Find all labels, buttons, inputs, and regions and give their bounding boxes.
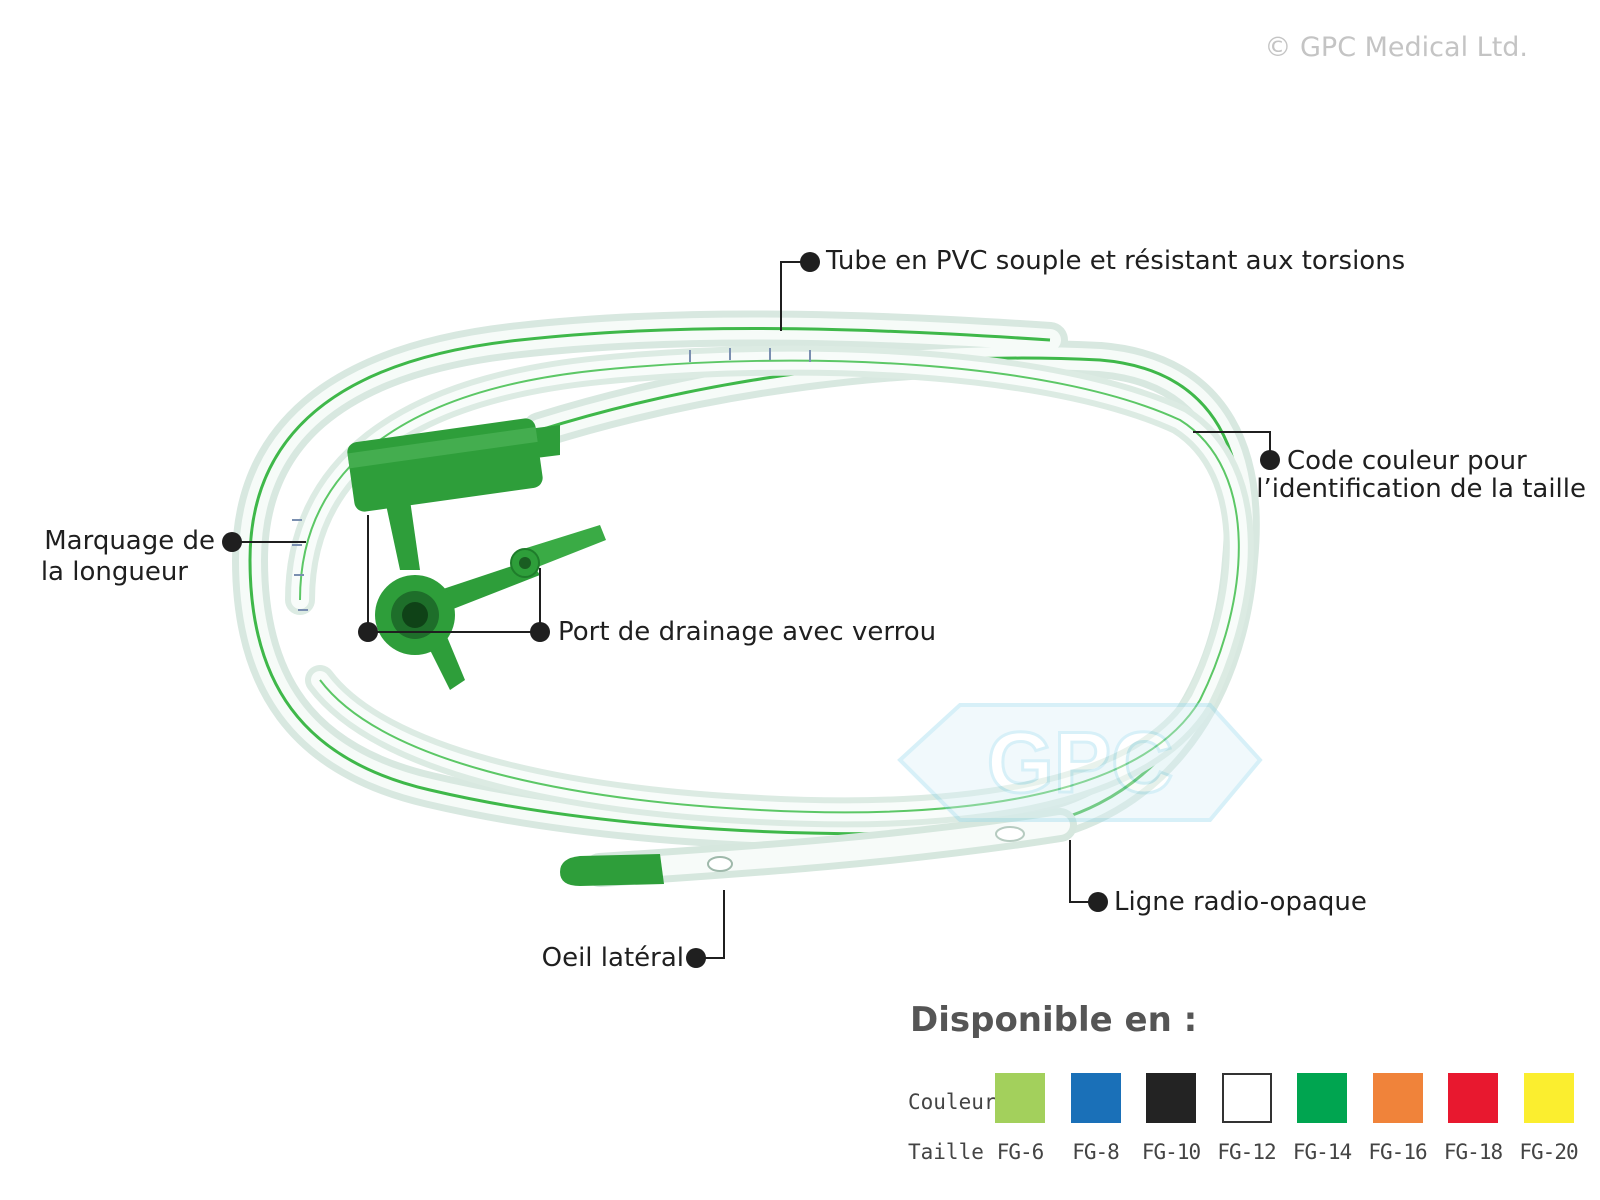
leader-lines (232, 261, 1271, 959)
watermark-text: GPC (987, 715, 1173, 811)
leader-dots (222, 252, 1280, 968)
copyright-notice: © GPC Medical Ltd. (1264, 32, 1528, 63)
size-label: FG-12 (1217, 1140, 1276, 1164)
size-label: FG-14 (1292, 1140, 1352, 1164)
callout-color-code-line1: Code couleur pour (1287, 446, 1527, 476)
callout-color-code-line2: l’identification de la taille (1256, 474, 1586, 504)
color-swatch (1448, 1073, 1498, 1123)
gpc-watermark: GPC (897, 703, 1263, 822)
callout-eye: Oeil latéral (541, 943, 684, 973)
size-row-label: Taille (908, 1140, 984, 1164)
color-swatch (1372, 1073, 1423, 1123)
callout-drainage: Port de drainage avec verrou (558, 617, 937, 647)
availability-heading: Disponible en : (910, 1000, 1198, 1040)
color-swatch (1297, 1073, 1347, 1123)
color-swatch (1221, 1073, 1272, 1123)
color-swatch (1146, 1073, 1196, 1123)
callout-length-line1: Marquage de (44, 526, 215, 556)
callout-radio: Ligne radio-opaque (1114, 887, 1367, 917)
size-label: FG-16 (1368, 1140, 1427, 1164)
callout-tube: Tube en PVC souple et résistant aux tors… (826, 246, 1406, 276)
size-label: FG-18 (1443, 1140, 1503, 1164)
size-label: FG-20 (1519, 1140, 1578, 1164)
color-swatch (1070, 1073, 1121, 1123)
drainage-connector (347, 418, 606, 690)
size-label: FG-8 (1072, 1140, 1120, 1164)
size-label: FG-10 (1141, 1140, 1201, 1164)
callout-length-line2: la longueur (40, 557, 188, 587)
tube-loop (231, 310, 1260, 852)
color-swatch (1523, 1073, 1574, 1123)
tube-tip (560, 808, 1077, 887)
color-swatch (995, 1073, 1045, 1123)
color-row-label: Couleur (908, 1090, 997, 1114)
size-label: FG-6 (996, 1140, 1045, 1164)
